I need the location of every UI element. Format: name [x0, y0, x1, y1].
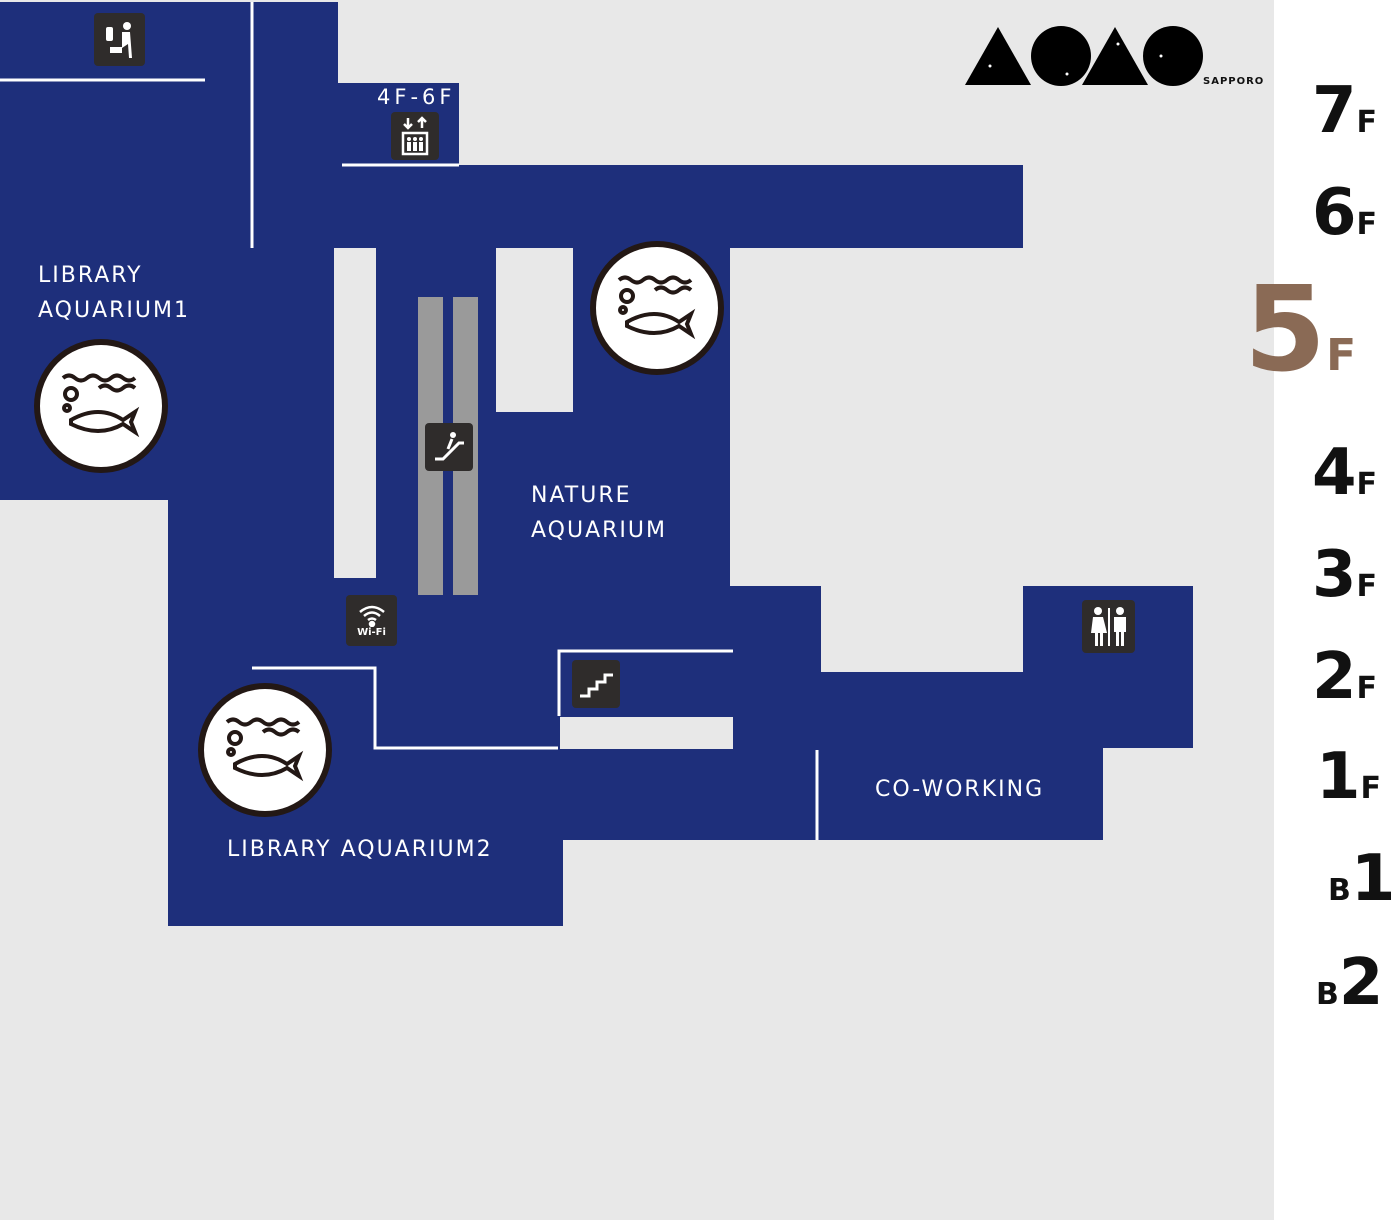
floor-number: 4 [1312, 436, 1357, 510]
area-label-library-aquarium2: LIBRARY AQUARIUM2 [227, 837, 493, 862]
logo [965, 26, 1203, 86]
floor-button-b2[interactable]: B2 [1316, 946, 1383, 1020]
floor-number: 2 [1312, 640, 1357, 714]
floor-number: 2 [1338, 946, 1384, 1020]
area-label-library-aquarium1: LIBRARY AQUARIUM1 [38, 263, 190, 323]
area-label-co-working: CO-WORKING [875, 777, 1045, 802]
stairs-icon[interactable] [572, 660, 620, 708]
floor-number: 1 [1316, 740, 1361, 814]
floor-suffix: F [1356, 569, 1378, 604]
floor-suffix: F [1360, 771, 1382, 806]
floor-button-4f[interactable]: 4F [1312, 436, 1377, 510]
area-label-nature-aquarium: NATURE AQUARIUM [531, 483, 667, 543]
floor-number: 1 [1350, 842, 1396, 916]
wifi-icon[interactable]: Wi-Fi [346, 595, 397, 646]
floor-suffix: F [1356, 671, 1378, 706]
elevator-floors-label: 4F-6F [377, 85, 456, 109]
floor-prefix: B [1316, 977, 1339, 1012]
floor-number: 7 [1312, 74, 1357, 148]
floor-suffix: F [1326, 330, 1357, 381]
floor-button-7f[interactable]: 7F [1312, 74, 1377, 148]
floor-prefix: B [1328, 873, 1351, 908]
floor-button-b1[interactable]: B1 [1328, 842, 1395, 916]
floor-button-5f-active[interactable]: 5F [1244, 260, 1356, 398]
voids [334, 248, 733, 749]
floor-suffix: F [1356, 207, 1378, 242]
logo-subtitle: SAPPORO [1203, 76, 1265, 87]
floor-suffix: F [1356, 467, 1378, 502]
elevator-icon[interactable] [391, 112, 439, 160]
walls [0, 2, 819, 840]
fish-icon [61, 275, 696, 782]
wifi-label: Wi-Fi [357, 627, 386, 638]
floor-button-2f[interactable]: 2F [1312, 640, 1377, 714]
floor-number: 5 [1244, 260, 1327, 398]
restroom-icon[interactable] [1082, 600, 1135, 653]
escalator-icon[interactable] [425, 423, 473, 471]
floor-button-6f[interactable]: 6F [1312, 176, 1377, 250]
floor-suffix: F [1356, 105, 1378, 140]
baby-care-icon[interactable] [94, 13, 145, 66]
floor-number: 3 [1312, 538, 1357, 612]
floor-button-3f[interactable]: 3F [1312, 538, 1377, 612]
floor-button-1f[interactable]: 1F [1316, 740, 1381, 814]
floor-number: 6 [1312, 176, 1357, 250]
